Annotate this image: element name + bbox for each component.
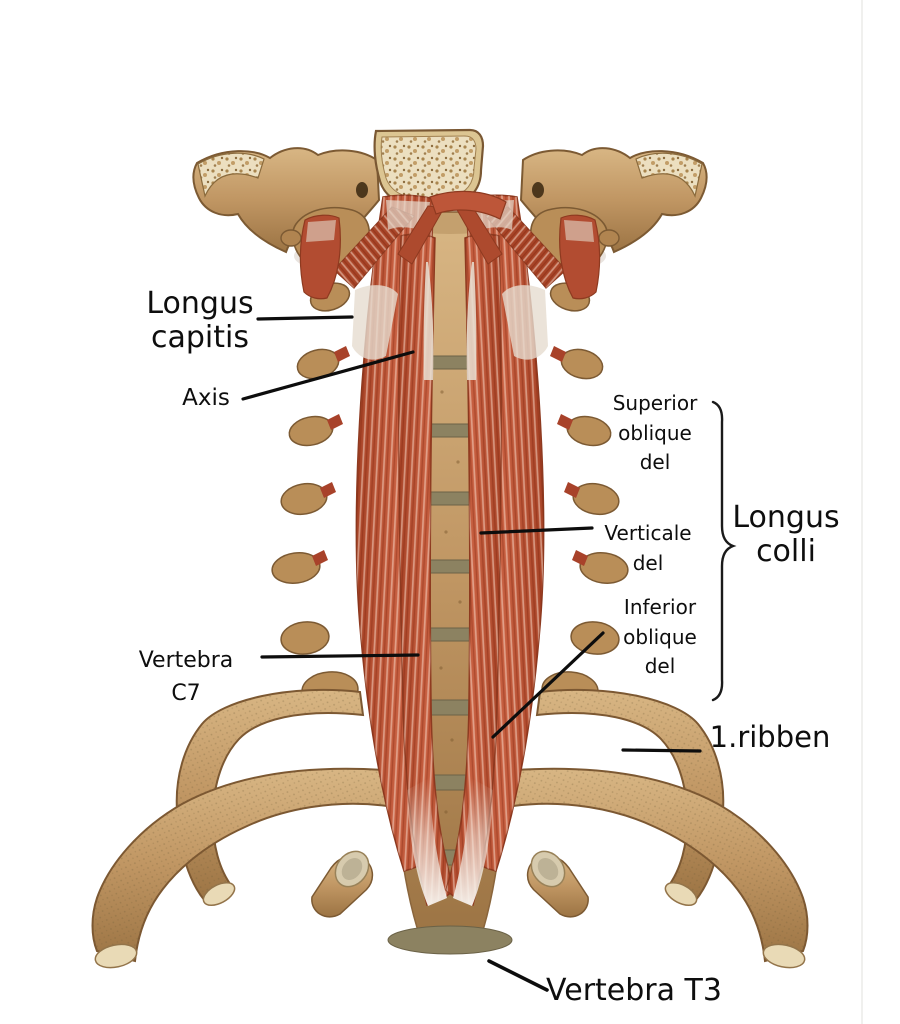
- t3-lower-edge: [387, 925, 513, 955]
- atlas-transverse-tip: [280, 229, 302, 247]
- muscles-left: [299, 194, 455, 906]
- label-axis: Axis: [182, 385, 230, 411]
- label-superior-oblique: Superior oblique del: [612, 391, 698, 475]
- tendon-highlight: [306, 220, 336, 242]
- skull-cut-edge: [197, 152, 265, 198]
- occipital-basilar-block: [373, 128, 485, 208]
- leader-axis: [241, 350, 415, 401]
- rib-stump-marrow: [341, 858, 363, 880]
- transverse-processes: [271, 282, 359, 709]
- second-rib-texture: [92, 768, 387, 961]
- leader-inferior-oblique: [491, 631, 605, 739]
- leader-lines: [241, 315, 702, 992]
- tendon-foot: [407, 778, 447, 906]
- leader-vertebra-t3: [487, 959, 549, 992]
- muscle-fibers: [398, 234, 454, 905]
- central-muscle-slips: [397, 190, 507, 265]
- label-inferior-oblique: Inferior oblique del: [623, 595, 697, 679]
- leader-first-rib: [621, 748, 702, 753]
- muscle-stubs: [312, 346, 350, 566]
- tendon-streak: [423, 262, 434, 380]
- leader-longus-capitis: [256, 315, 354, 321]
- bone-pores: [439, 390, 462, 880]
- capitis-tendon-patch: [352, 285, 398, 360]
- leader-verticale: [479, 526, 594, 535]
- first-rib-cut-face: [202, 881, 236, 907]
- label-vertebra-t3: Vertebra T3: [546, 973, 722, 1008]
- longus-colli-brace: [711, 400, 737, 702]
- label-vertebra-c7: Vertebra C7: [138, 648, 234, 706]
- second-rib-cut-face: [94, 943, 138, 969]
- leader-vertebra-c7: [260, 653, 420, 659]
- superior-oblique-bundle: [429, 190, 507, 220]
- label-verticale: Verticale del: [604, 521, 692, 575]
- first-rib-texture: [176, 689, 363, 901]
- label-longus-colli: Longus colli: [732, 500, 840, 570]
- foramen: [356, 182, 368, 198]
- label-longus-capitis: Longus capitis: [146, 286, 254, 356]
- label-first-rib: 1.ribben: [709, 720, 831, 754]
